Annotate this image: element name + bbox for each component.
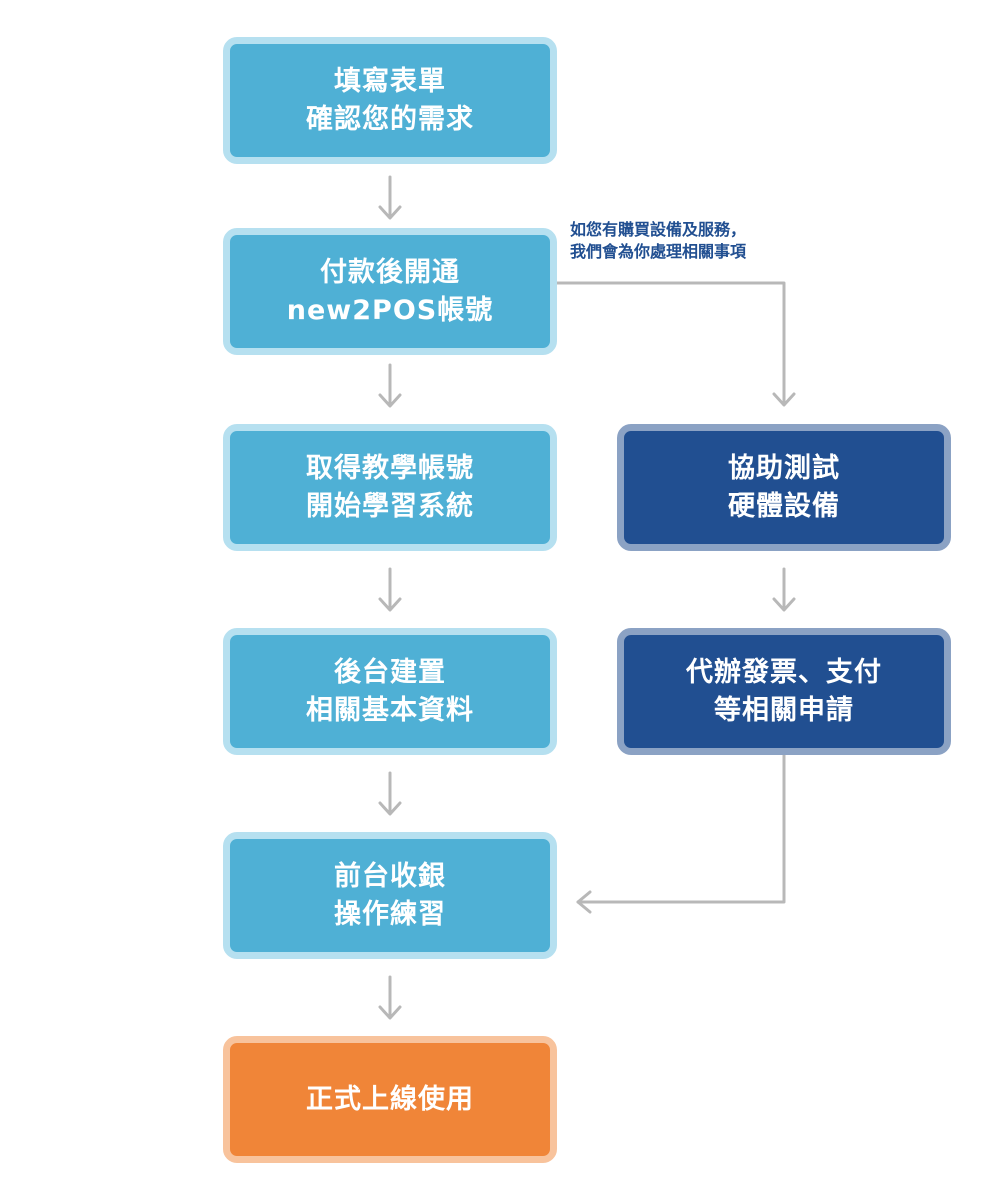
arrow-step4-to-step5: [378, 771, 402, 816]
step-frontend-practice-line1: 前台收銀: [334, 860, 446, 892]
step-teaching-account-line1: 取得教學帳號: [306, 452, 474, 484]
arrow-step3-to-step4: [378, 567, 402, 612]
arrow-step2-to-step3: [378, 363, 402, 408]
step-pay-activate: 付款後開通 new2POS帳號: [223, 228, 557, 355]
step-invoice-payment-line2: 等相關申請: [714, 694, 854, 726]
step-invoice-payment-line1: 代辦發票、支付: [686, 656, 882, 688]
branch-note-line2: 我們會為你處理相關事項: [570, 242, 747, 261]
step-invoice-payment: 代辦發票、支付 等相關申請: [617, 628, 951, 755]
step-frontend-practice-line2: 操作練習: [334, 898, 446, 930]
arrow-stepA-to-stepB: [772, 567, 796, 612]
step-backend-setup: 後台建置 相關基本資料: [223, 628, 557, 755]
step-frontend-practice: 前台收銀 操作練習: [223, 832, 557, 959]
step-hardware-test-line1: 協助測試: [728, 452, 840, 484]
branch-note-line1: 如您有購買設備及服務，: [570, 220, 747, 239]
step-hardware-test: 協助測試 硬體設備: [617, 424, 951, 551]
step-backend-setup-line2: 相關基本資料: [306, 694, 474, 726]
branch-note: 如您有購買設備及服務， 我們會為你處理相關事項: [570, 219, 746, 263]
step-hardware-test-line2: 硬體設備: [728, 490, 840, 522]
arrow-step1-to-step2: [378, 175, 402, 220]
step-fill-form-line2: 確認您的需求: [306, 103, 474, 135]
arrow-step5-to-step6: [378, 975, 402, 1020]
step-teaching-account-line2: 開始學習系統: [306, 490, 474, 522]
step-teaching-account: 取得教學帳號 開始學習系統: [223, 424, 557, 551]
step-pay-activate-line1: 付款後開通: [320, 256, 460, 288]
step-pay-activate-line2: new2POS帳號: [286, 294, 494, 326]
step-fill-form-line1: 填寫表單: [334, 65, 446, 97]
step-go-live-line1: 正式上線使用: [306, 1083, 474, 1115]
step-go-live: 正式上線使用: [223, 1036, 557, 1163]
arrow-branch-to-step5: [576, 750, 786, 914]
step-fill-form: 填寫表單 確認您的需求: [223, 37, 557, 164]
step-backend-setup-line1: 後台建置: [334, 656, 446, 688]
arrow-step2-to-branch: [548, 281, 796, 407]
